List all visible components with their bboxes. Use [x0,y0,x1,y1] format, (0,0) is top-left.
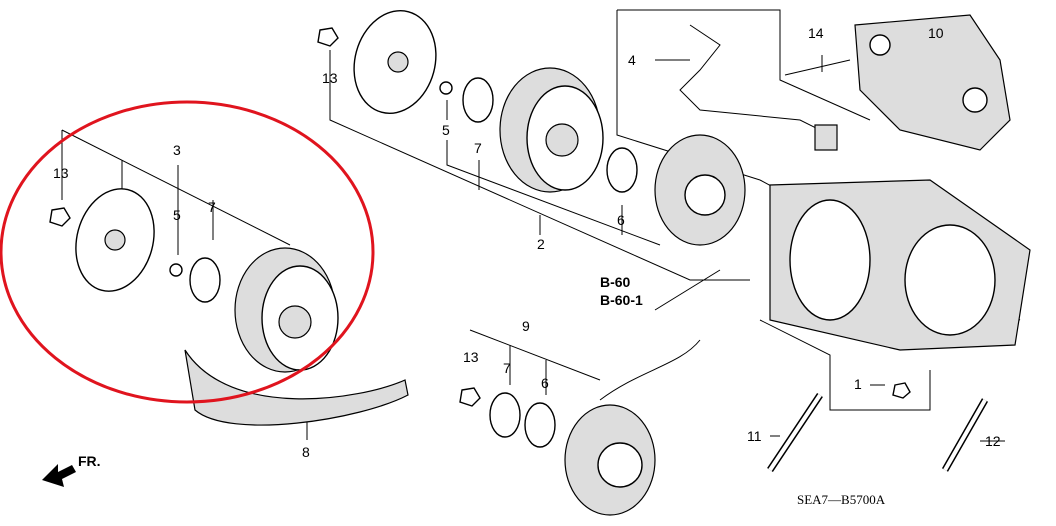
diagram-code: SEA7—B5700A [797,492,886,507]
callout-5: 5 [173,207,181,223]
callout-5: 5 [442,122,450,138]
field-coil-parts [459,339,701,516]
callout-7: 7 [503,360,511,376]
callout-4: 4 [628,52,636,68]
front-arrow-icon [42,464,76,487]
callout-7: 7 [208,199,216,215]
callout-13: 13 [463,349,479,365]
relief-valve [892,382,911,399]
callout-2: 2 [537,236,545,252]
compressor-parts [679,14,1031,472]
reference-b60-1[interactable]: B-60-1 [600,292,643,308]
shim [169,263,183,277]
callout-8: 8 [302,444,310,460]
callout-13: 13 [322,70,338,86]
highlight-circle [0,100,375,404]
callout-1: 1 [854,376,862,392]
reference-b60[interactable]: B-60 [600,274,631,290]
callout-3: 3 [173,142,181,158]
snap-ring [189,257,221,303]
callout-14: 14 [808,25,824,41]
callout-11: 11 [747,428,762,444]
nut-icon [49,207,71,227]
callout-6: 6 [617,212,625,228]
callout-7: 7 [474,140,482,156]
callout-10: 10 [928,25,944,41]
connector [814,124,838,151]
callout-9: 9 [522,318,530,334]
compressor-bracket [854,14,1011,151]
callout-13: 13 [53,165,69,181]
callout-12: 12 [985,433,1001,449]
left-clutch-parts [49,188,409,426]
top-clutch-parts [317,10,746,246]
front-label: FR. [78,453,101,469]
callout-6: 6 [541,375,549,391]
